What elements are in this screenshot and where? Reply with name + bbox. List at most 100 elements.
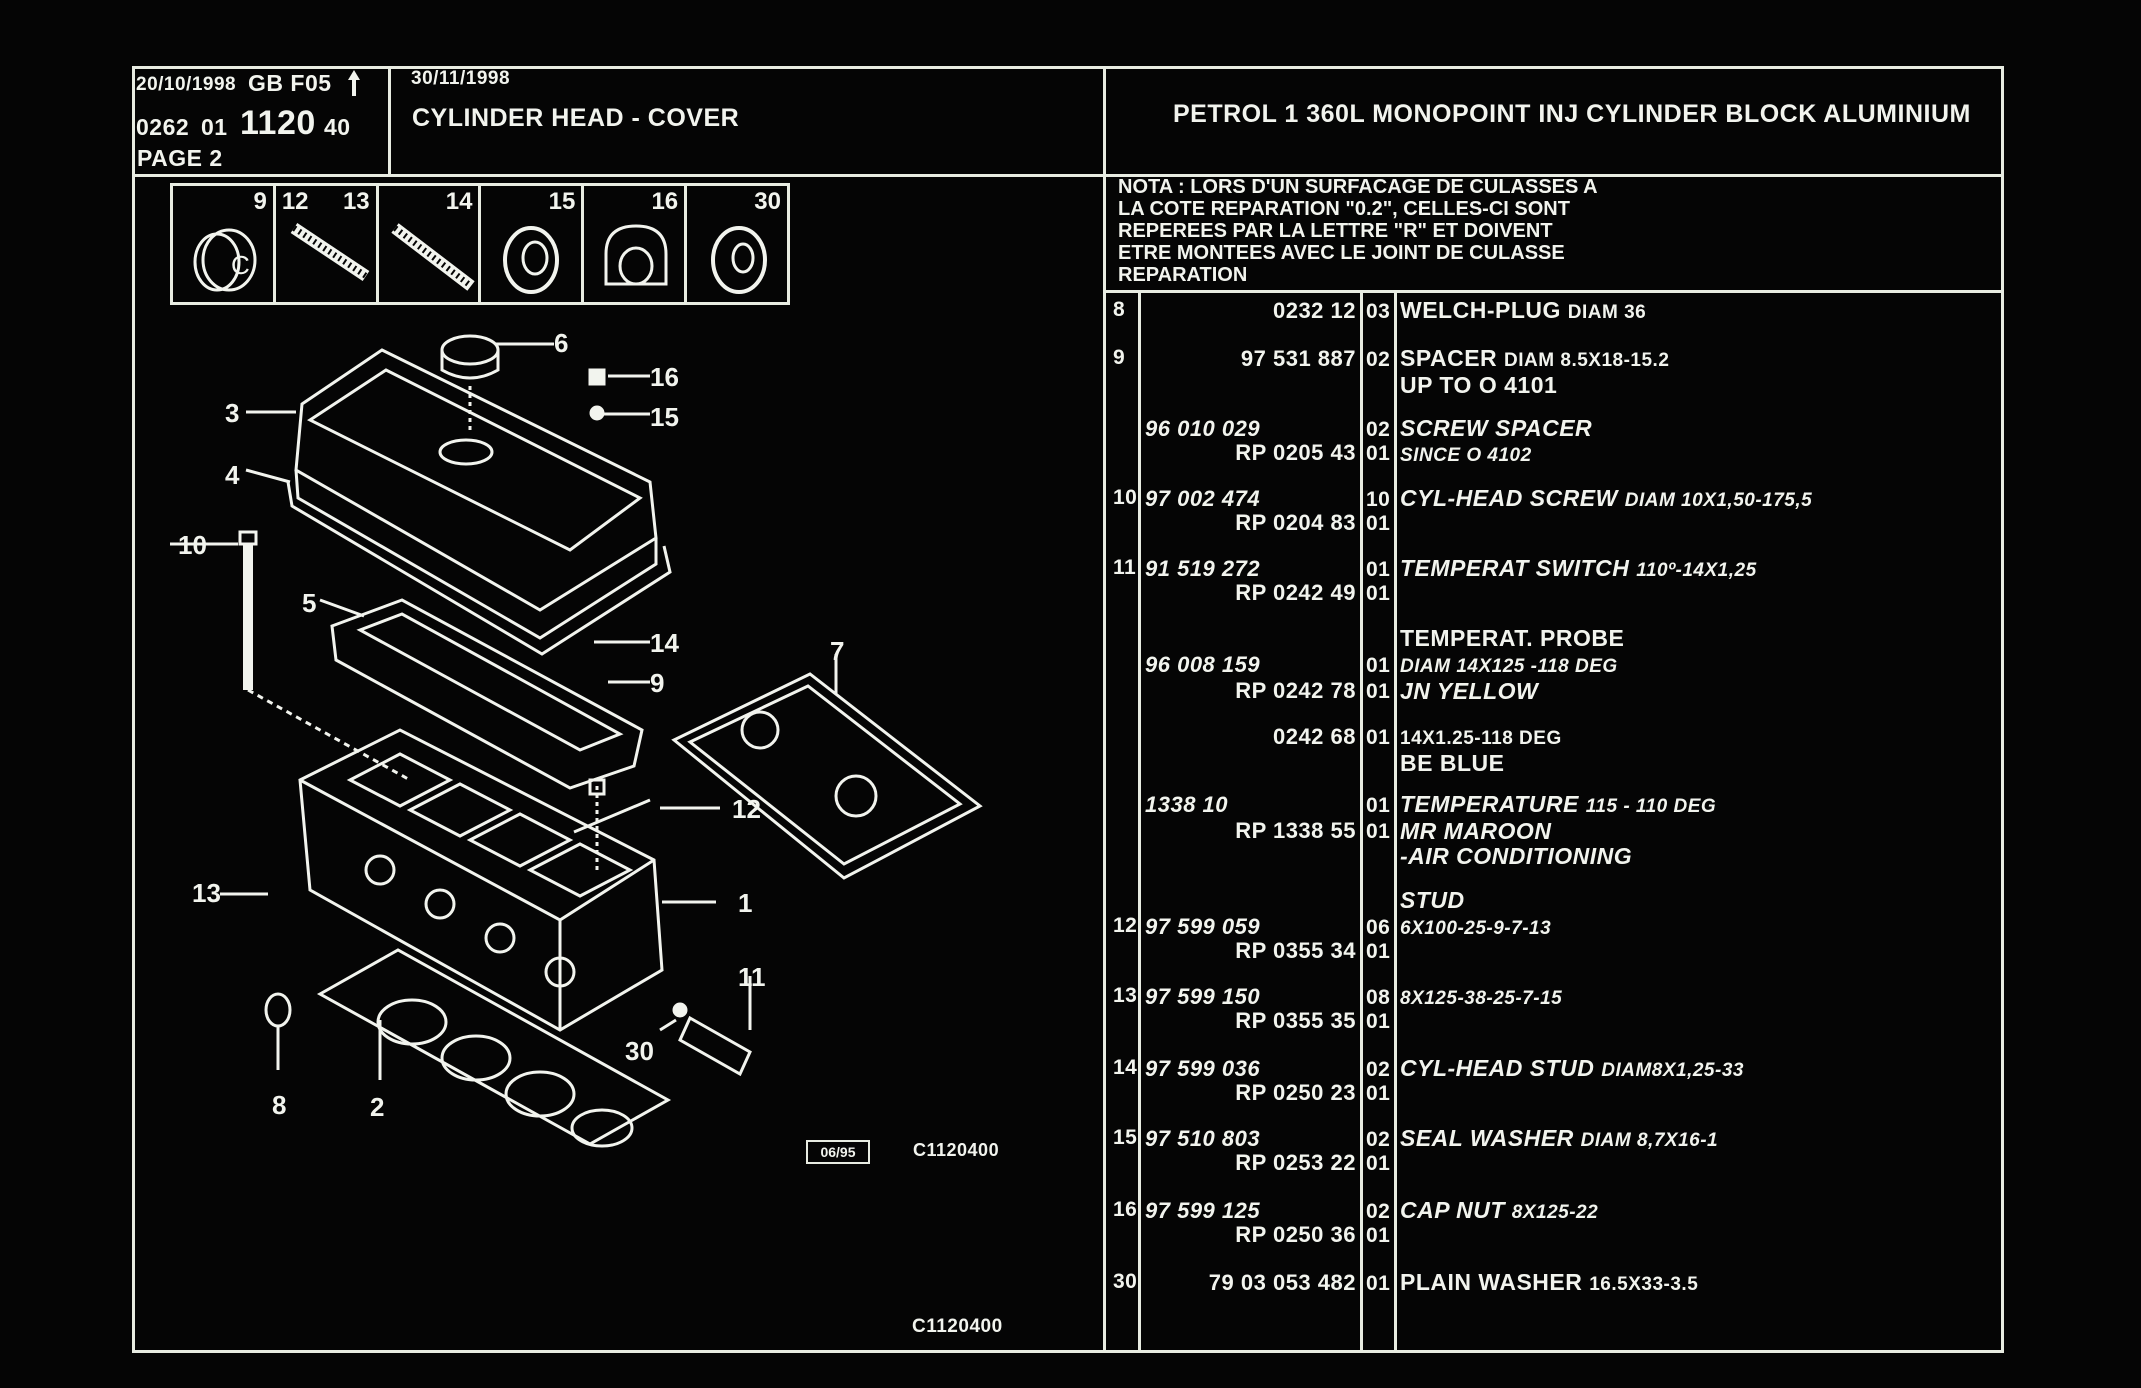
repair-note: NOTA : LORS D'UN SURFACAGE DE CULASSES A…: [1118, 176, 1598, 286]
quantity: 01: [1366, 680, 1391, 703]
quantity: 03: [1366, 300, 1391, 323]
icon-cell-9: 9 C: [173, 186, 276, 302]
icon-cell-number: 14: [445, 188, 473, 215]
callout-16: 16: [650, 362, 679, 392]
cap-nut-icon: [604, 224, 668, 286]
cap-nut-shape: [588, 368, 606, 386]
note-line: REPARATION: [1118, 264, 1248, 286]
drawing-ref: C1120400: [913, 1140, 1000, 1160]
description-stud: STUD: [1400, 887, 1465, 913]
callout-14: 14: [650, 628, 679, 658]
quantity: 10: [1366, 488, 1391, 511]
callout-30: 30: [625, 1036, 654, 1066]
engine-title: PETROL 1 360L MONOPOINT INJ CYLINDER BLO…: [1173, 100, 1971, 128]
description-cyl-head-stud: CYL-HEAD STUD DIAM8X1,25-33: [1400, 1055, 1744, 1082]
oil-cap-body: [440, 350, 500, 380]
quantity: 01: [1366, 1224, 1391, 1247]
quantity: 01: [1366, 558, 1391, 581]
callout-13: 13: [192, 878, 221, 908]
icon-cell-number: 15: [548, 188, 576, 215]
rp-number: RP 1338 55: [1235, 818, 1356, 843]
header-date1: 20/10/1998: [136, 74, 237, 95]
callout-5: 5: [302, 588, 317, 618]
icon-cell-number: 9: [253, 188, 267, 215]
part-number: 79 03 053 482: [1208, 1270, 1356, 1295]
diagram-date-box: 06/95: [806, 1140, 870, 1164]
part-number: 96 010 029: [1145, 416, 1261, 441]
part-number: 91 519 272: [1145, 556, 1261, 581]
description-temperat-switch: TEMPERAT SWITCH 110º-14X1,25: [1400, 555, 1757, 582]
quantity: 01: [1366, 940, 1391, 963]
header-rule-left: [132, 174, 1106, 177]
rp-number: RP 0250 23: [1235, 1080, 1356, 1105]
part-number: 97 531 887: [1240, 346, 1356, 371]
quantity: 02: [1366, 1128, 1391, 1151]
header-code-c: 40: [324, 114, 351, 140]
ref-14: 14: [1113, 1056, 1138, 1079]
footer-ref: C1120400: [912, 1316, 1003, 1337]
description-plain-washer: PLAIN WASHER 16.5X33-3.5: [1400, 1269, 1699, 1296]
exploded-diagram: [170, 334, 983, 1148]
pn-col-line: [1360, 290, 1363, 1353]
header-page: PAGE 2: [137, 145, 223, 171]
ref-9: 9: [1113, 346, 1126, 369]
quantity: 01: [1366, 1082, 1391, 1105]
rp-number: RP 0242 78: [1235, 678, 1356, 703]
quantity: 01: [1366, 820, 1391, 843]
icon-cell-16: 16: [584, 186, 688, 302]
header-code-b: 01: [201, 114, 228, 140]
spacer-icon: C: [193, 228, 257, 292]
head-gasket-shape: [316, 948, 672, 1146]
quantity: 01: [1366, 654, 1391, 677]
plain-washer-icon: [711, 226, 768, 294]
rp-number: RP 0204 83: [1235, 510, 1356, 535]
ref-13: 13: [1113, 984, 1138, 1007]
note-line: LA COTE REPARATION "0.2", CELLES-CI SONT: [1118, 198, 1570, 220]
part-number: 97 599 150: [1145, 984, 1261, 1009]
description-cyl-head-screw: CYL-HEAD SCREW DIAM 10X1,50-175,5: [1400, 485, 1813, 512]
baffle-plate-shape: [330, 598, 644, 790]
quantity: 02: [1366, 348, 1391, 371]
description-temperat-probe: TEMPERAT. PROBE: [1400, 625, 1625, 651]
quantity: 01: [1366, 726, 1391, 749]
description-stud-size: 6X100-25-9-7-13: [1400, 918, 1552, 939]
ref-15: 15: [1113, 1126, 1138, 1149]
quantity: 01: [1366, 1152, 1391, 1175]
part-number: 97 510 803: [1145, 1126, 1261, 1151]
seal-washer-icon: [503, 226, 560, 294]
welch-plug-shape: [264, 992, 292, 1028]
center-divider: [1103, 66, 1106, 1353]
callout-9: 9: [650, 668, 665, 698]
icon-cell-number: 13: [342, 188, 370, 215]
icon-cell-number: 30: [754, 188, 781, 215]
part-number: 1338 10: [1145, 792, 1229, 817]
cylinder-head-block: [298, 728, 664, 1032]
header-rule-right: [1103, 174, 2003, 177]
part-number: 97 599 125: [1145, 1198, 1261, 1223]
icon-cell-12-13: 12 13: [276, 186, 379, 302]
quantity: 02: [1366, 1200, 1391, 1223]
header-code-main: 1120: [240, 104, 316, 142]
part-number: 97 002 474: [1145, 486, 1261, 511]
header-divider: [388, 66, 391, 176]
ref-12: 12: [1113, 914, 1138, 937]
rp-number: RP 0250 36: [1235, 1222, 1356, 1247]
description-stud-13: 8X125-38-25-7-15: [1400, 988, 1563, 1009]
cover-gasket-shape: [671, 672, 983, 880]
header-gb-code: GB F05: [248, 70, 332, 96]
callout-12: 12: [732, 794, 761, 824]
rp-number: RP 0242 49: [1235, 580, 1356, 605]
part-number: 97 599 036: [1145, 1056, 1261, 1081]
icon-cell-number: 16: [651, 188, 679, 215]
callout-1: 1: [738, 888, 753, 918]
bolt-head-shape: [238, 530, 258, 546]
icon-cell-15: 15: [481, 186, 585, 302]
ref-col-line: [1138, 290, 1141, 1353]
note-line: NOTA : LORS D'UN SURFACAGE DE CULASSES A: [1118, 176, 1598, 198]
ref-10: 10: [1113, 486, 1138, 509]
callout-3: 3: [225, 398, 240, 428]
callout-6: 6: [554, 328, 569, 358]
qty-col-line: [1394, 290, 1397, 1353]
